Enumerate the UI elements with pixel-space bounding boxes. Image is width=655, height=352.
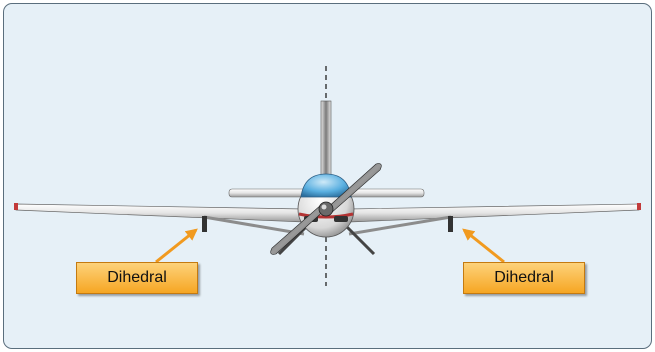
vertical-stabilizer xyxy=(320,100,332,184)
propeller-spinner xyxy=(318,201,334,217)
right-cowl-intake xyxy=(334,216,348,222)
propeller-blade-lower xyxy=(270,203,327,255)
left-wing-strut xyxy=(203,215,305,236)
left-wing xyxy=(15,203,305,223)
spinner-highlight xyxy=(321,204,327,210)
right-callout-arrow xyxy=(462,228,505,264)
propeller-blade-upper xyxy=(325,163,382,215)
right-wing xyxy=(348,203,640,223)
right-dihedral-callout: Dihedral xyxy=(463,262,585,294)
right-strut-fitting xyxy=(448,216,453,232)
fuselage-stripe xyxy=(298,212,354,219)
left-strut-fitting xyxy=(202,216,207,232)
right-wingtip-light xyxy=(637,203,641,210)
right-wing-strut xyxy=(348,215,452,236)
left-callout-arrow xyxy=(155,228,198,264)
diagram-frame: Dihedral Dihedral xyxy=(3,3,652,349)
right-gear-leg xyxy=(344,224,376,256)
aircraft-front-view xyxy=(14,66,641,286)
left-wingtip-light xyxy=(14,203,18,210)
left-dihedral-callout: Dihedral xyxy=(76,262,198,294)
